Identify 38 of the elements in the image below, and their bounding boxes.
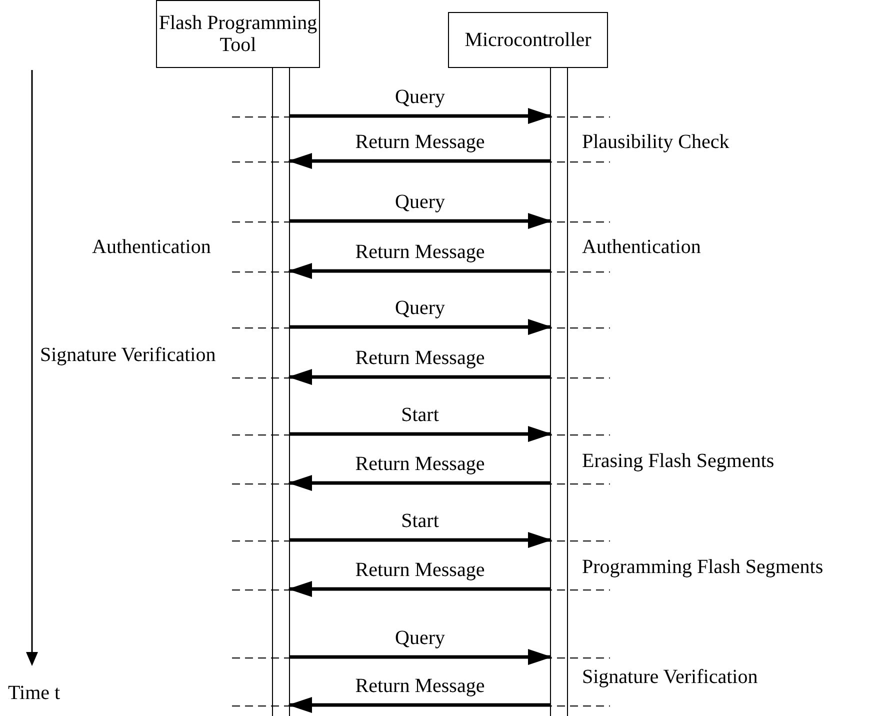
arrow [290,426,552,442]
edge-label: Start [400,404,440,426]
arrow [290,532,552,548]
edge-label: Query [394,86,446,108]
arrow [288,369,550,385]
participant-name: Flash Programming Tool [158,12,318,56]
arrow [288,581,550,597]
arrow [288,697,550,713]
edge-label: Return Message [354,241,486,263]
arrow [290,649,552,665]
lifeline [550,68,568,716]
arrow [288,153,550,169]
participant-box [156,0,320,68]
edge-label: Query [394,191,446,213]
participant-name: Microcontroller [464,29,592,51]
step-label: Authentication [582,236,701,258]
edge-label: Return Message [354,453,486,475]
step-label: Authentication [92,236,211,258]
edge-label: Query [394,297,446,319]
arrow [288,263,550,279]
edge-label: Return Message [354,675,486,697]
arrow [288,475,550,491]
edge-label: Return Message [354,347,486,369]
step-label: Erasing Flash Segments [582,450,774,472]
edge-label: Return Message [354,559,486,581]
step-label: Time t [8,682,60,704]
arrow [290,213,552,229]
step-label: Signature Verification [582,666,758,688]
edge-label: Start [400,510,440,532]
edge-label: Query [394,627,446,649]
step-label: Plausibility Check [582,131,730,153]
participant-box [448,12,608,68]
arrow [290,108,552,124]
step-label: Programming Flash Segments [582,556,824,578]
step-label: Signature Verification [40,344,216,366]
edge-label: Return Message [354,131,486,153]
lifeline [272,68,290,716]
arrow [290,319,552,335]
